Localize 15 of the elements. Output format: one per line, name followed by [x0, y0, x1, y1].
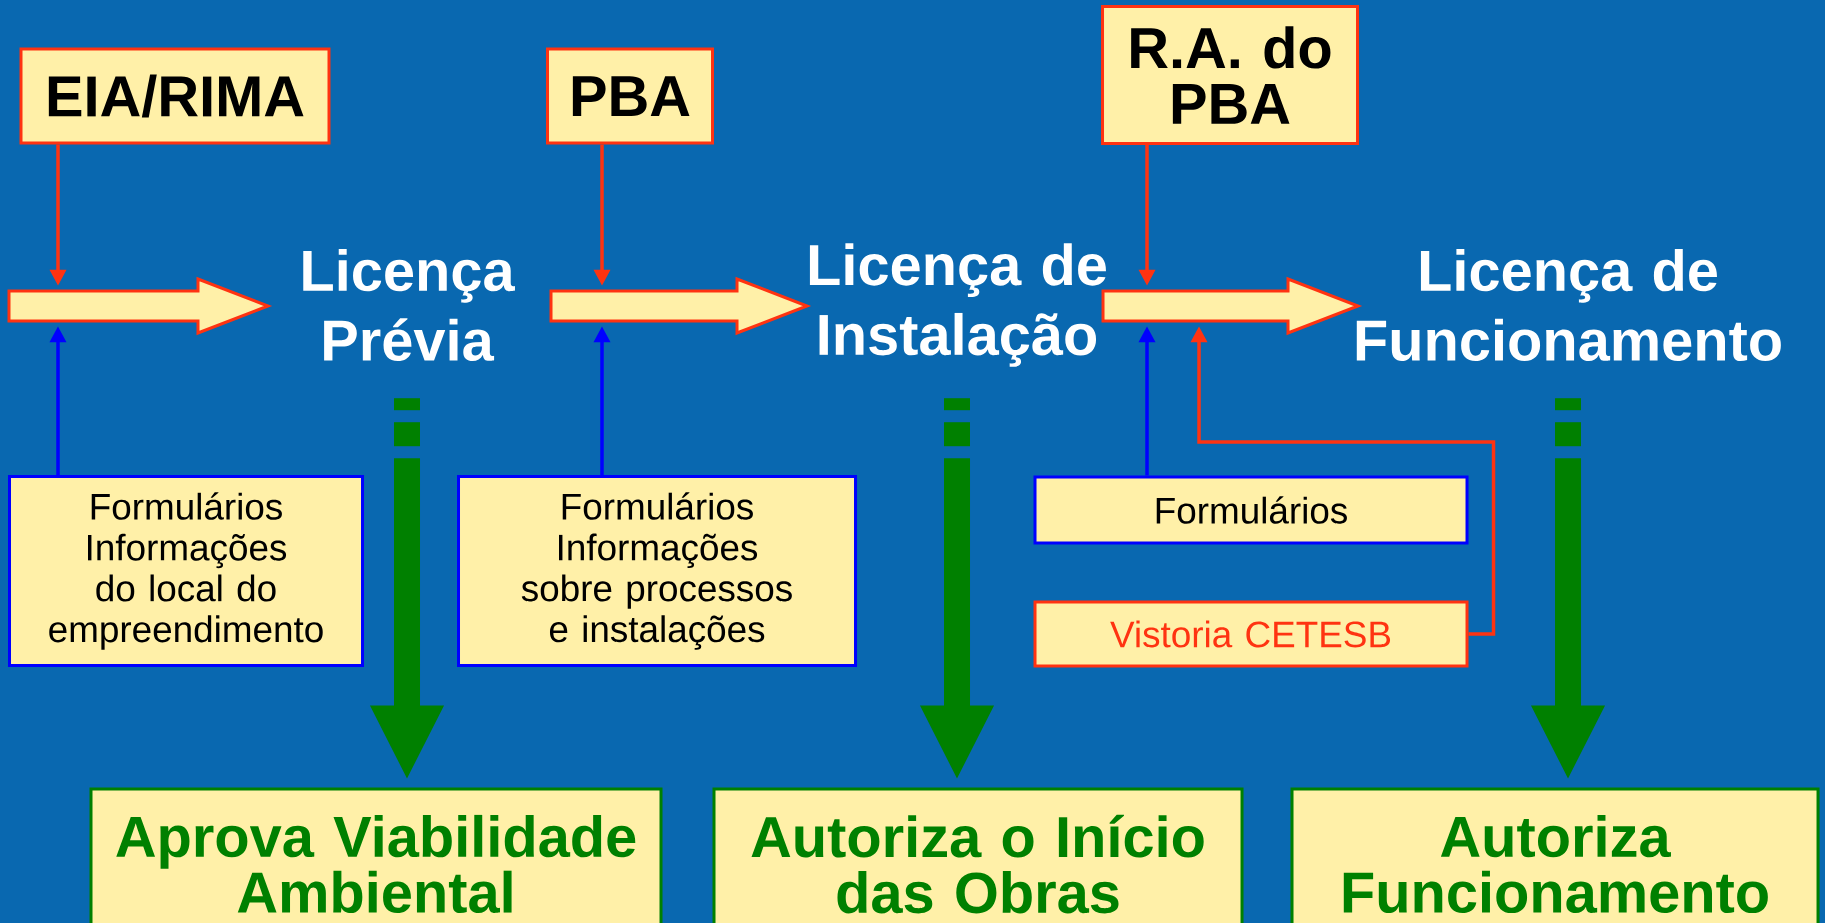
- input-box: Formulários Informações do local do empreendimento: [8, 475, 364, 667]
- block-arrow: [7, 276, 273, 336]
- license-title: Licença Prévia: [303, 248, 515, 362]
- result-box: Autoriza Funcionamento: [1290, 787, 1820, 923]
- result-box: Aprova Viabilidade Ambiental: [89, 787, 663, 923]
- result-box: Autoriza o Início das Obras: [712, 787, 1244, 923]
- license-title: Licença de Instalação: [809, 243, 1106, 367]
- license-title: Licença de Funcionamento: [1356, 248, 1781, 362]
- input-box: Formulários Informações sobre processos e instalações: [457, 475, 857, 667]
- input-box: Vistoria CETESB: [1033, 600, 1469, 668]
- input-box: Formulários: [1033, 475, 1469, 545]
- top-box: EIA/RIMA: [19, 47, 331, 145]
- top-box: PBA: [546, 47, 714, 145]
- block-arrow: [549, 276, 812, 336]
- top-box: R.A. do PBA: [1101, 5, 1359, 145]
